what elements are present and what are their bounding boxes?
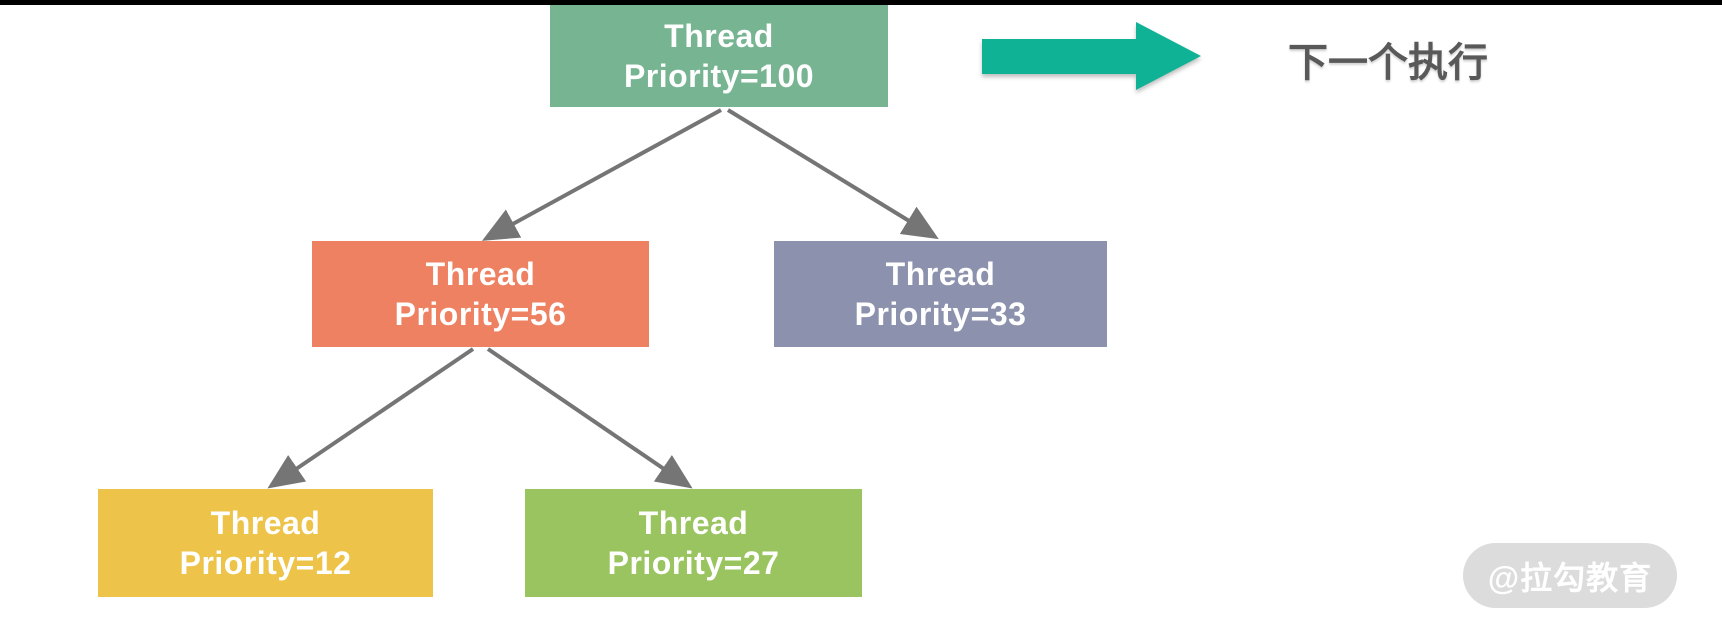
node-priority: Priority=27 (607, 545, 780, 581)
node-priority: Priority=56 (394, 296, 567, 332)
tree-node-priority-56: Thread Priority=56 (312, 241, 649, 347)
next-run-label: 下一个执行 (1288, 41, 1488, 85)
tree-node-priority-12: Thread Priority=12 (98, 489, 433, 597)
tree-node-priority-27: Thread Priority=27 (525, 489, 862, 597)
watermark-text: @拉勾教育 (1487, 559, 1653, 596)
next-run-arrow-icon (982, 22, 1201, 90)
top-border-bar (0, 0, 1722, 5)
connector-root-to-left-child (481, 108, 722, 241)
watermark-pill: @拉勾教育 (1463, 543, 1677, 608)
connector-root-to-right-child (726, 108, 939, 240)
connector-left-child-to-right-grandchild (486, 347, 693, 489)
connector-left-child-to-left-grandchild (267, 347, 475, 489)
node-priority: Priority=33 (854, 296, 1027, 332)
node-title: Thread (664, 18, 774, 54)
tree-node-priority-100: Thread Priority=100 (550, 5, 888, 107)
tree-node-priority-33: Thread Priority=33 (774, 241, 1107, 347)
node-title: Thread (885, 256, 996, 292)
node-title: Thread (425, 256, 536, 292)
node-title: Thread (210, 505, 321, 541)
node-title: Thread (638, 505, 749, 541)
node-priority: Priority=100 (623, 58, 815, 94)
node-priority: Priority=12 (179, 545, 352, 581)
